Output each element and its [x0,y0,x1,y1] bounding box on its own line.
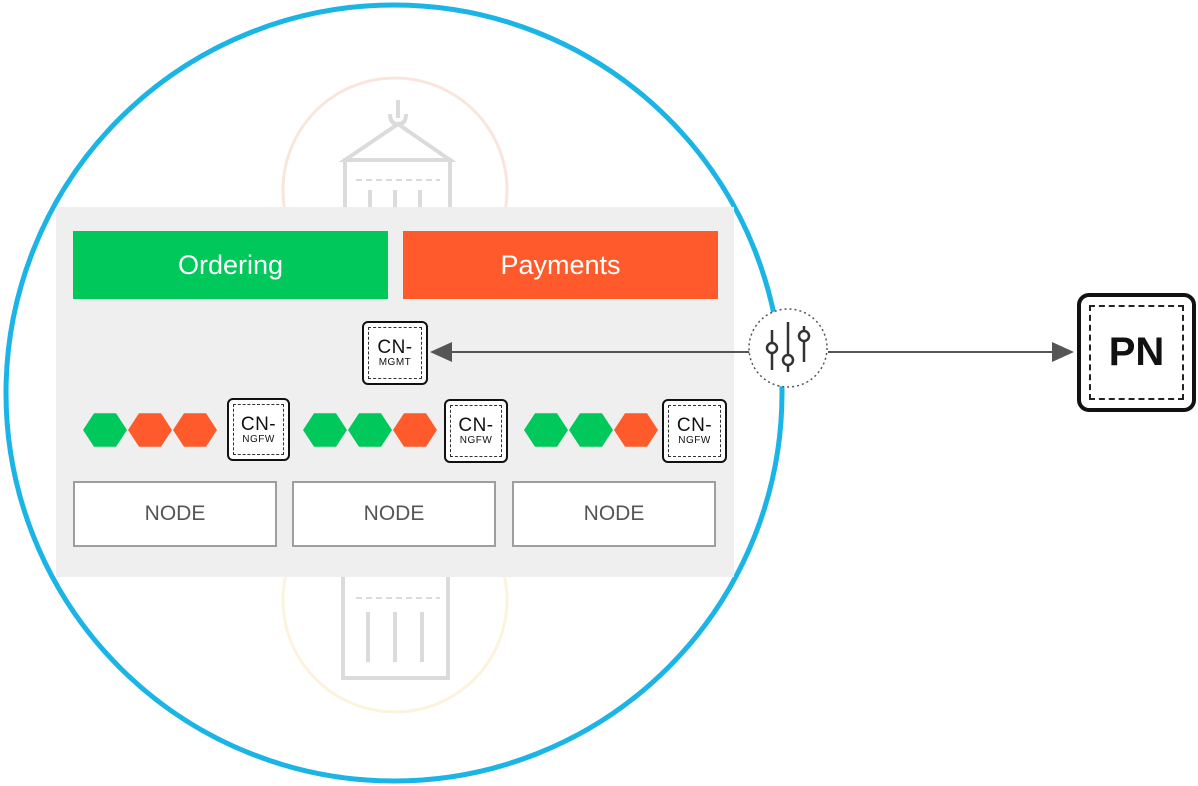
node-label: NODE [363,502,425,525]
pod-hexagon [348,413,392,447]
node-box-2: NODE [292,481,496,547]
cn-ngfw-top: CN- [676,415,713,436]
cn-mgmt-badge: CN- MGMT [362,321,428,385]
pod-hexagon [569,413,613,447]
pod-hexagon [128,413,172,447]
pod-hexagon [303,413,347,447]
cn-ngfw-top: CN- [240,413,277,435]
cn-mgmt-bottom: MGMT [378,357,412,368]
panorama-label: PN [1108,330,1165,374]
node-label: NODE [583,502,645,525]
cn-mgmt-top: CN- [377,337,413,358]
pods-layer [83,413,658,447]
cn-ngfw-bottom: NGFW [242,433,275,445]
node-box-3: NODE [512,481,716,547]
cn-ngfw-top: CN- [458,415,494,436]
service-payments: Payments [403,231,718,299]
service-payments-label: Payments [500,249,621,280]
service-ordering-label: Ordering [177,249,284,280]
pod-hexagon [524,413,568,447]
pod-hexagon [614,413,658,447]
cn-ngfw-bottom: NGFW [459,435,493,446]
cn-ngfw-badge-1: CN- NGFW [227,398,290,461]
pod-hexagon [393,413,437,447]
panorama-box: PN [1077,293,1196,412]
sliders-icon [748,308,828,388]
cn-ngfw-bottom: NGFW [678,435,711,446]
node-box-1: NODE [73,481,277,547]
pod-hexagon [83,413,127,447]
service-ordering: Ordering [73,231,388,299]
node-label: NODE [144,502,206,525]
pod-hexagon [173,413,217,447]
cn-ngfw-badge-2: CN- NGFW [444,399,508,463]
cn-ngfw-badge-3: CN- NGFW [662,399,727,463]
